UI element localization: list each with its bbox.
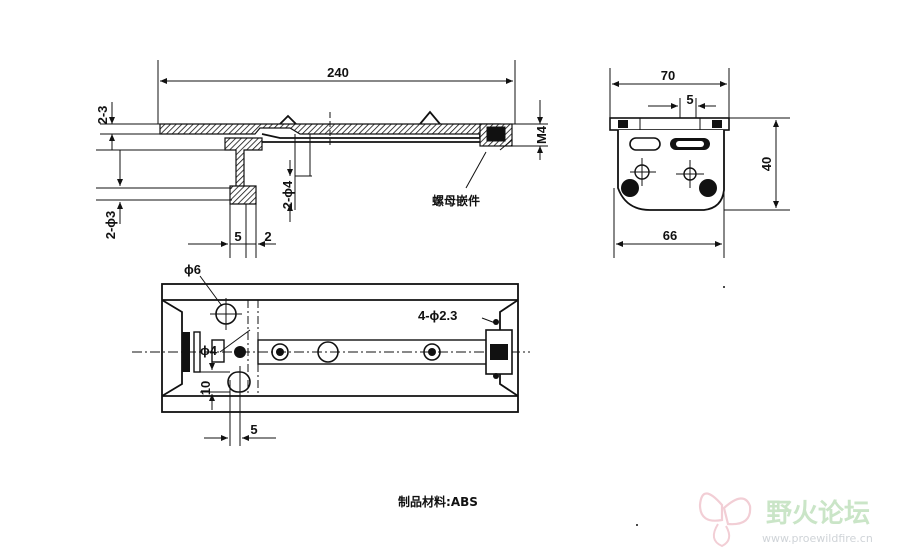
thread-m4-label: M4: [534, 125, 549, 144]
width-70-label: 70: [661, 68, 675, 83]
forum-watermark: 野火论坛 www.proewildfire.cn: [698, 492, 873, 548]
watermark-brand: 野火论坛: [766, 499, 870, 529]
five-label: 5: [250, 422, 257, 437]
hole-2-phi3-label: 2-ϕ3: [103, 211, 118, 240]
wall-2-3-label: 2-3: [95, 106, 110, 125]
side-view: 240 螺母嵌件 M4 2-3: [95, 60, 549, 258]
dia-4-label: ϕ4: [200, 343, 218, 358]
slot-5-label: 5: [686, 92, 693, 107]
boss-2-phi4-label: 2-ϕ4: [280, 180, 295, 209]
nut-insert-label: 螺母嵌件: [432, 193, 480, 208]
length-240-label: 240: [327, 65, 349, 80]
dia-6-label: ϕ6: [184, 262, 201, 277]
end-view: 70 5 40 66: [609, 68, 790, 258]
watermark-url: www.proewildfire.cn: [762, 532, 873, 545]
offset-5-label: 5: [234, 229, 241, 244]
material-caption: 制品材料:ABS: [398, 494, 478, 509]
width-66-label: 66: [663, 228, 677, 243]
ten-label: 10: [198, 381, 213, 395]
offset-2-label: 2: [264, 229, 271, 244]
holes-4-phi2-3-label: 4-ϕ2.3: [418, 308, 457, 323]
top-view: ϕ6 ϕ4 4-ϕ2.3 10 5: [132, 262, 530, 446]
butterfly-logo-icon: [698, 492, 752, 548]
height-40-label: 40: [759, 157, 774, 171]
